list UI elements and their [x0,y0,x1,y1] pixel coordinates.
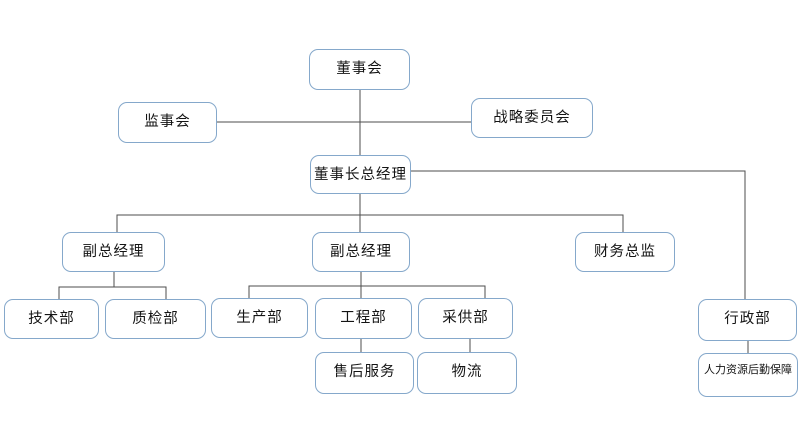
org-node-board: 董事会 [309,49,410,90]
org-node-tech-dept: 技术部 [4,299,99,339]
org-node-label: 采供部 [442,310,489,326]
org-node-deputy-gm-left: 副总经理 [62,232,165,272]
org-node-label: 质检部 [132,311,179,327]
org-node-procurement-dept: 采供部 [418,298,513,339]
org-node-hr-support: 人力资源后勤保障 [698,353,798,397]
org-node-label: 战略委员会 [493,110,571,126]
connector-deputy-left-rail [58,286,167,299]
org-node-label: 技术部 [28,311,75,327]
org-node-deputy-gm-mid: 副总经理 [312,232,410,272]
org-node-after-sales: 售后服务 [315,352,414,394]
connector-chairman-to-admin [411,170,746,299]
org-node-engineering-dept: 工程部 [315,298,412,339]
connector-deputy-mid-rail [248,285,486,298]
connector-level2-rail [116,214,624,232]
org-node-label: 副总经理 [330,244,392,260]
org-node-finance-director: 财务总监 [575,232,675,272]
org-node-label: 行政部 [724,311,771,327]
org-node-qc-dept: 质检部 [105,299,206,339]
org-node-label: 副总经理 [82,244,145,260]
org-node-strategy-committee: 战略委员会 [471,98,593,138]
org-node-production-dept: 生产部 [211,298,308,338]
org-node-label: 财务总监 [594,244,656,260]
org-node-label: 董事会 [336,61,383,77]
org-node-label: 生产部 [236,310,283,326]
org-node-label: 工程部 [340,310,387,326]
org-node-label: 人力资源后勤保障 [704,364,792,376]
org-node-label: 物流 [451,364,483,380]
org-node-admin-dept: 行政部 [698,299,797,341]
org-node-label: 董事长总经理 [314,167,407,183]
org-node-supervisory-board: 监事会 [118,102,217,143]
org-node-label: 售后服务 [333,364,396,380]
org-node-chairman-gm: 董事长总经理 [310,155,411,194]
org-node-label: 监事会 [144,114,191,130]
org-node-logistics: 物流 [417,352,517,394]
